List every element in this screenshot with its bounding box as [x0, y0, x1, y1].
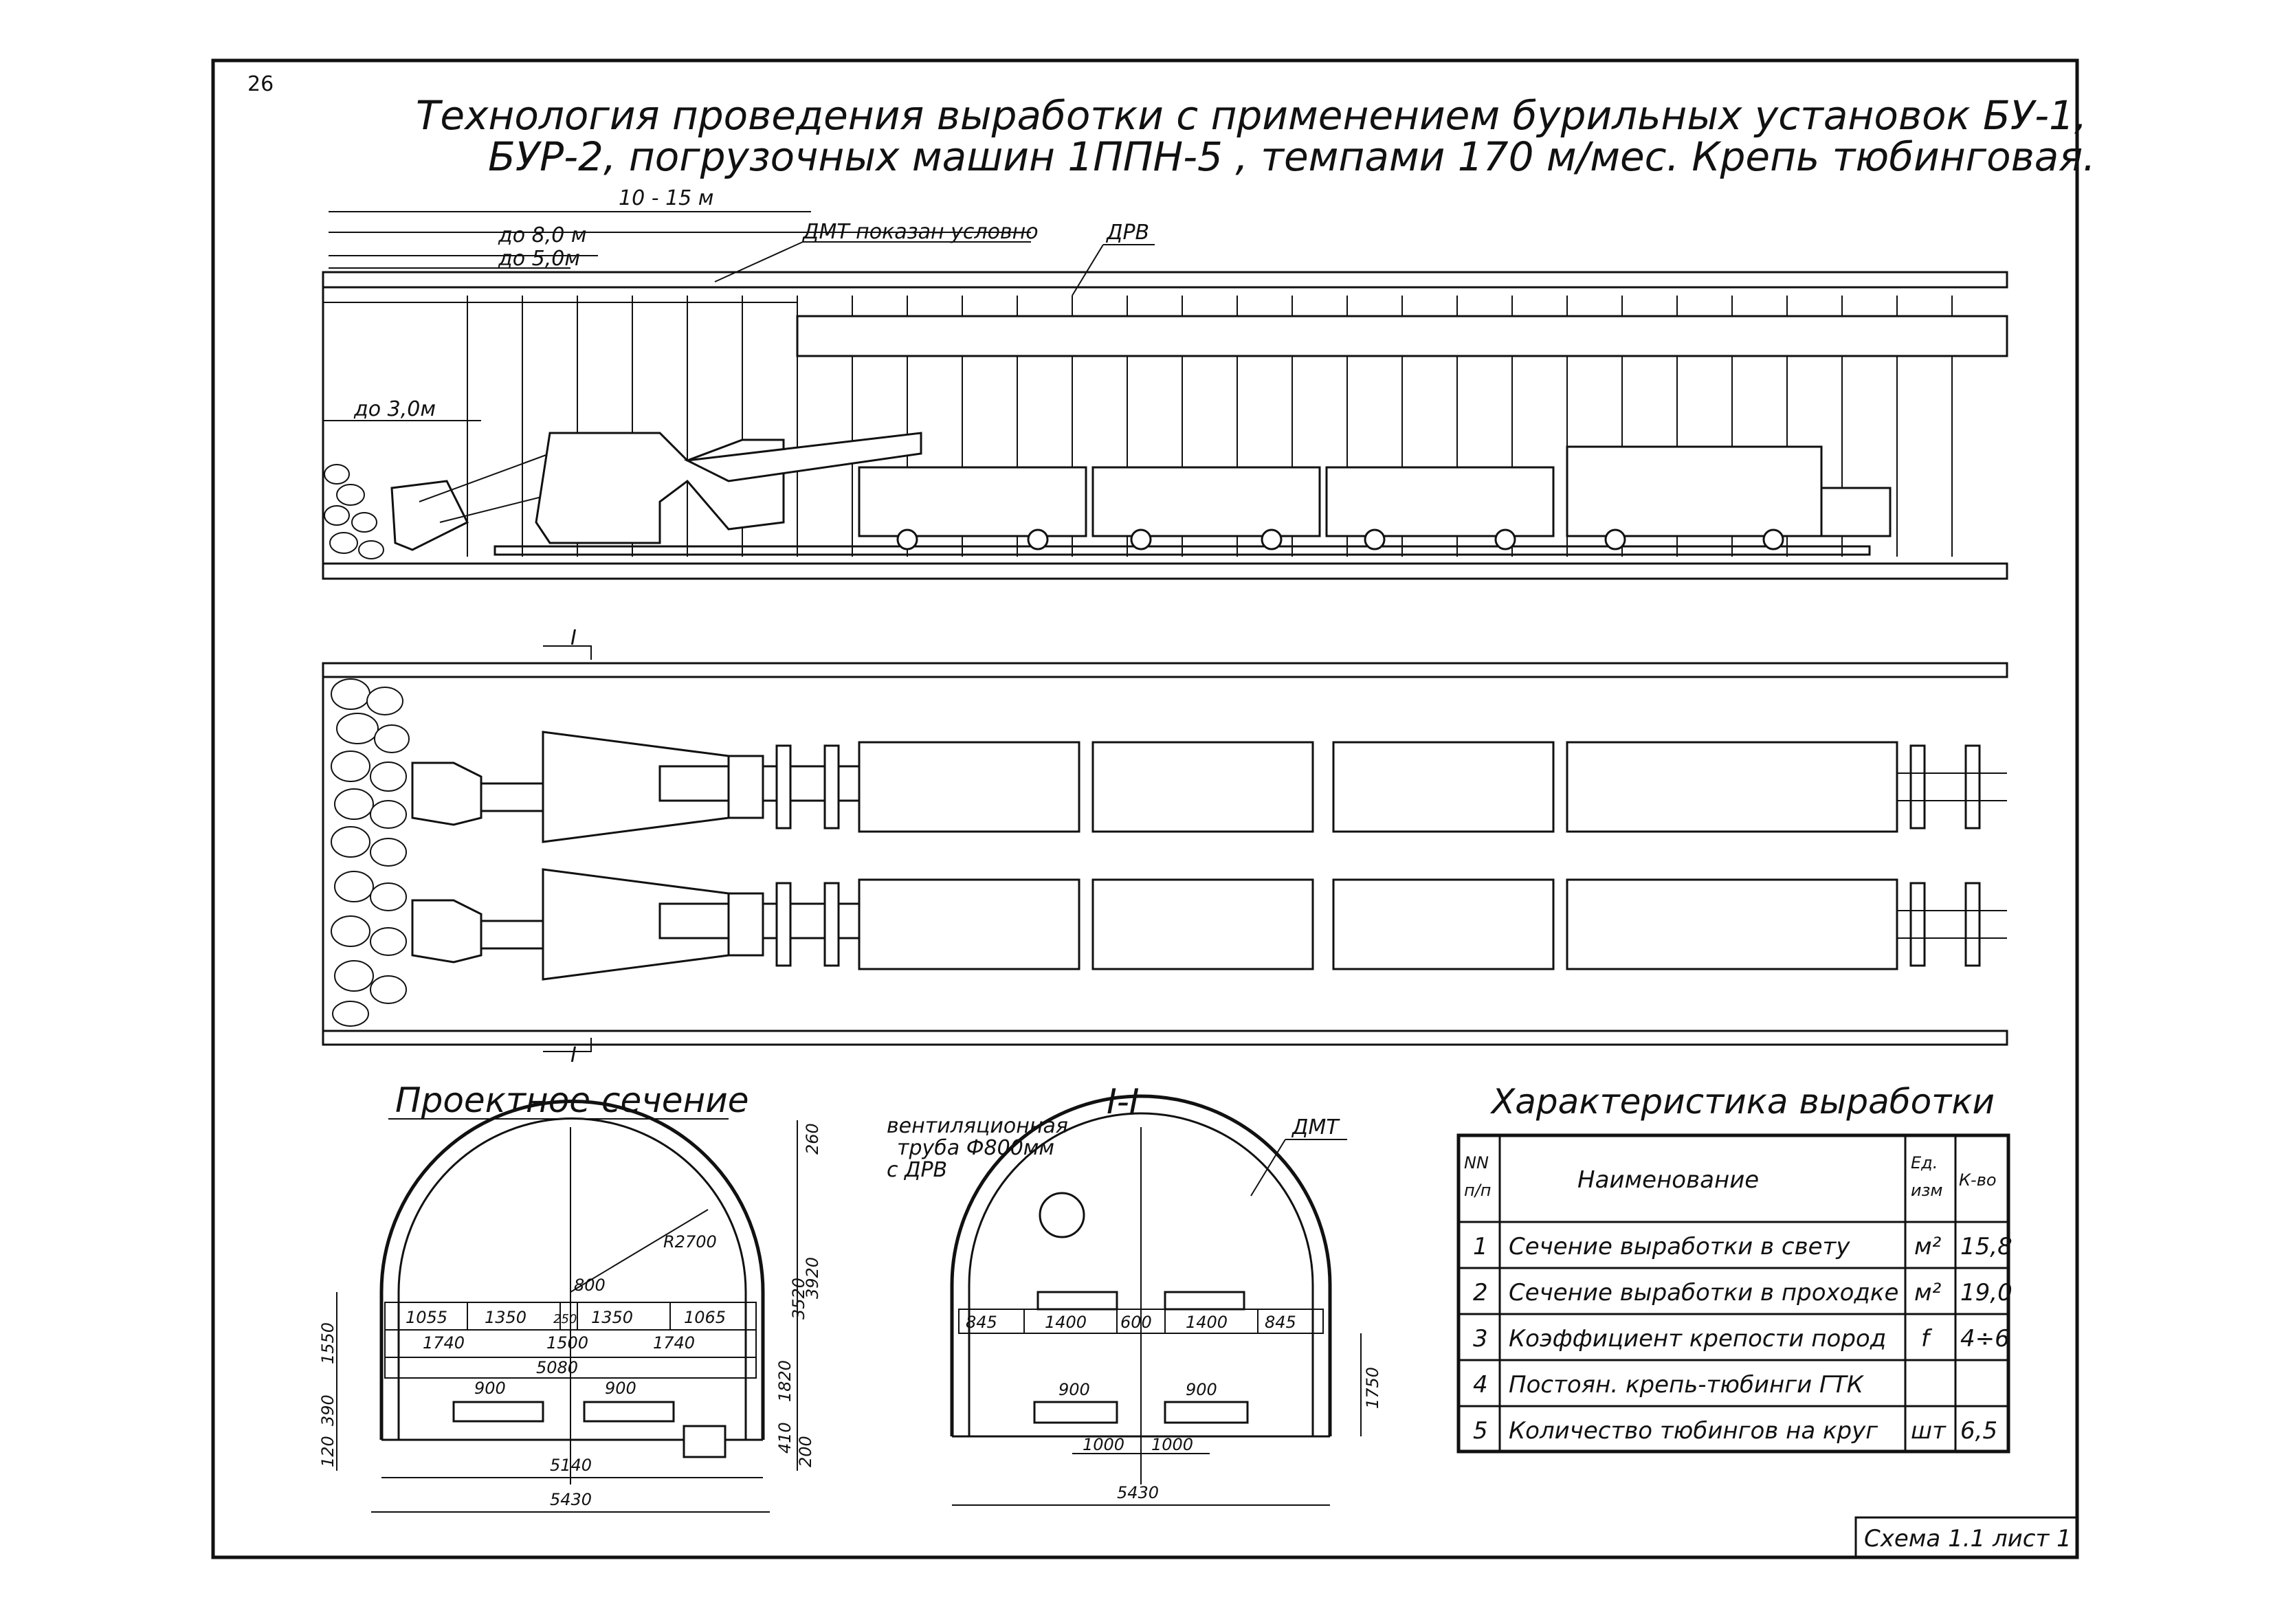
row5-qty: 6,5: [1960, 1417, 1997, 1445]
row4-name: Постоян. крепь-тюбинги ГТК: [1509, 1371, 1865, 1399]
psd-5080: 5080: [536, 1358, 578, 1377]
th-name: Наименование: [1577, 1166, 1759, 1194]
th-unit-1: Ед.: [1911, 1153, 1938, 1172]
th-pp: п/п: [1464, 1181, 1491, 1200]
row1-unit: м²: [1914, 1233, 1942, 1260]
psd-v120: 120: [318, 1436, 337, 1467]
dim-3m: до 3,0м: [353, 397, 436, 421]
psd-1350a: 1350: [485, 1308, 526, 1327]
psd-1500: 1500: [546, 1333, 588, 1353]
vent-label-3: с ДРВ: [887, 1158, 947, 1182]
psd-250: 250: [553, 1312, 577, 1326]
drawing-title-line2: БУР-2, погрузочных машин 1ППН-5 , темпам…: [488, 133, 2096, 180]
drawing-title-line1: Технология проведения выработки с примен…: [416, 92, 2087, 139]
dim-5m: до 5,0м: [498, 247, 580, 271]
th-qty: К-во: [1959, 1170, 1997, 1190]
row2-name: Сечение выработки в проходке: [1509, 1279, 1898, 1306]
psd-v410: 410: [775, 1422, 795, 1454]
psd-1740a: 1740: [423, 1333, 465, 1353]
s11-1400a: 1400: [1045, 1313, 1087, 1332]
psd-1350b: 1350: [591, 1308, 633, 1327]
s11-v1750: 1750: [1363, 1367, 1382, 1409]
s11-900b: 900: [1186, 1380, 1217, 1399]
row5-num: 5: [1473, 1417, 1488, 1445]
side-view: 10 - 15 м до 8,0 м до 5,0м ДМТ показан у…: [322, 186, 2008, 580]
section-1-1: I-I вентиляционная труба Ф800мм с ДРВ ДМ…: [887, 1082, 1382, 1506]
row3-qty: 4÷6: [1960, 1325, 2010, 1353]
row2-unit: м²: [1914, 1279, 1942, 1306]
row4-num: 4: [1473, 1371, 1488, 1399]
th-nn: NN: [1464, 1153, 1489, 1172]
stamp-box: [1854, 1516, 2078, 1559]
psd-v260: 260: [803, 1123, 822, 1155]
row2-num: 2: [1473, 1279, 1488, 1306]
row1-name: Сечение выработки в свету: [1509, 1233, 1850, 1260]
psd-radius: R2700: [663, 1232, 717, 1252]
th-unit-2: изм: [1911, 1181, 1942, 1200]
psd-v3920: 3920: [803, 1257, 822, 1299]
row3-name: Коэффициент крепости пород: [1509, 1325, 1886, 1353]
vent-label-2: труба Ф800мм: [897, 1136, 1054, 1160]
loading-machine-side: [390, 432, 922, 551]
s11-1400b: 1400: [1186, 1313, 1228, 1332]
psd-v200: 200: [796, 1436, 815, 1467]
section-mark-bottom: I: [570, 1043, 577, 1067]
s11-5430: 5430: [1117, 1483, 1159, 1502]
row1-qty: 15,8: [1960, 1233, 2013, 1260]
psd-900a: 900: [474, 1379, 506, 1398]
characteristics-table: Характеристика выработки NN п/п Наименов…: [1456, 1082, 2013, 1454]
drv-label: ДРВ: [1105, 221, 1149, 245]
page-number: 26: [247, 72, 274, 96]
section-mark-top: I: [570, 626, 577, 650]
plan-track-1: [411, 731, 2007, 843]
psd-5140: 5140: [550, 1456, 592, 1475]
row3-num: 3: [1473, 1325, 1488, 1353]
row1-num: 1: [1473, 1233, 1488, 1260]
dmt-label: ДМТ: [1291, 1115, 1340, 1139]
dmt-note: ДМТ показан условно: [801, 220, 1039, 244]
s11-900a: 900: [1058, 1380, 1090, 1399]
psd-800: 800: [574, 1276, 606, 1295]
psd-1740b: 1740: [653, 1333, 695, 1353]
characteristics-title: Характеристика выработки: [1489, 1082, 1995, 1122]
ventilation-pipe: [796, 315, 2008, 357]
stamp: Схема 1.1 лист 1: [1864, 1525, 2072, 1553]
rock-face-plan: [331, 678, 410, 1027]
psd-900b: 900: [605, 1379, 636, 1398]
psd-v390: 390: [318, 1394, 337, 1426]
s11-1000a: 1000: [1083, 1435, 1124, 1454]
vent-pipe-section: [1039, 1192, 1085, 1238]
row5-unit: шт: [1911, 1417, 1947, 1445]
psd-v1820: 1820: [775, 1360, 795, 1402]
project-section: Проектное сечение 800 R2700 1055 1350 25…: [318, 1080, 822, 1513]
psd-v3520: 3520: [789, 1278, 808, 1320]
row3-unit: f: [1921, 1325, 1933, 1353]
row5-name: Количество тюбингов на круг: [1509, 1417, 1878, 1445]
dim-8m: до 8,0 м: [498, 223, 587, 247]
sheet-frame: [211, 58, 2079, 1559]
row2-qty: 19,0: [1960, 1279, 2013, 1306]
dim-10-15m: 10 - 15 м: [619, 186, 713, 210]
psd-1065: 1065: [684, 1308, 726, 1327]
s11-845a: 845: [966, 1313, 997, 1332]
s11-600: 600: [1120, 1313, 1152, 1332]
wagons-side: [858, 445, 1892, 550]
psd-v1550: 1550: [318, 1322, 337, 1364]
plan-view: I I: [322, 626, 2008, 1067]
psd-5430: 5430: [550, 1490, 592, 1509]
s11-1000b: 1000: [1151, 1435, 1193, 1454]
s11-845b: 845: [1265, 1313, 1296, 1332]
psd-1055a: 1055: [406, 1308, 447, 1327]
plan-track-2: [411, 868, 2007, 981]
rock-face: [324, 464, 384, 559]
